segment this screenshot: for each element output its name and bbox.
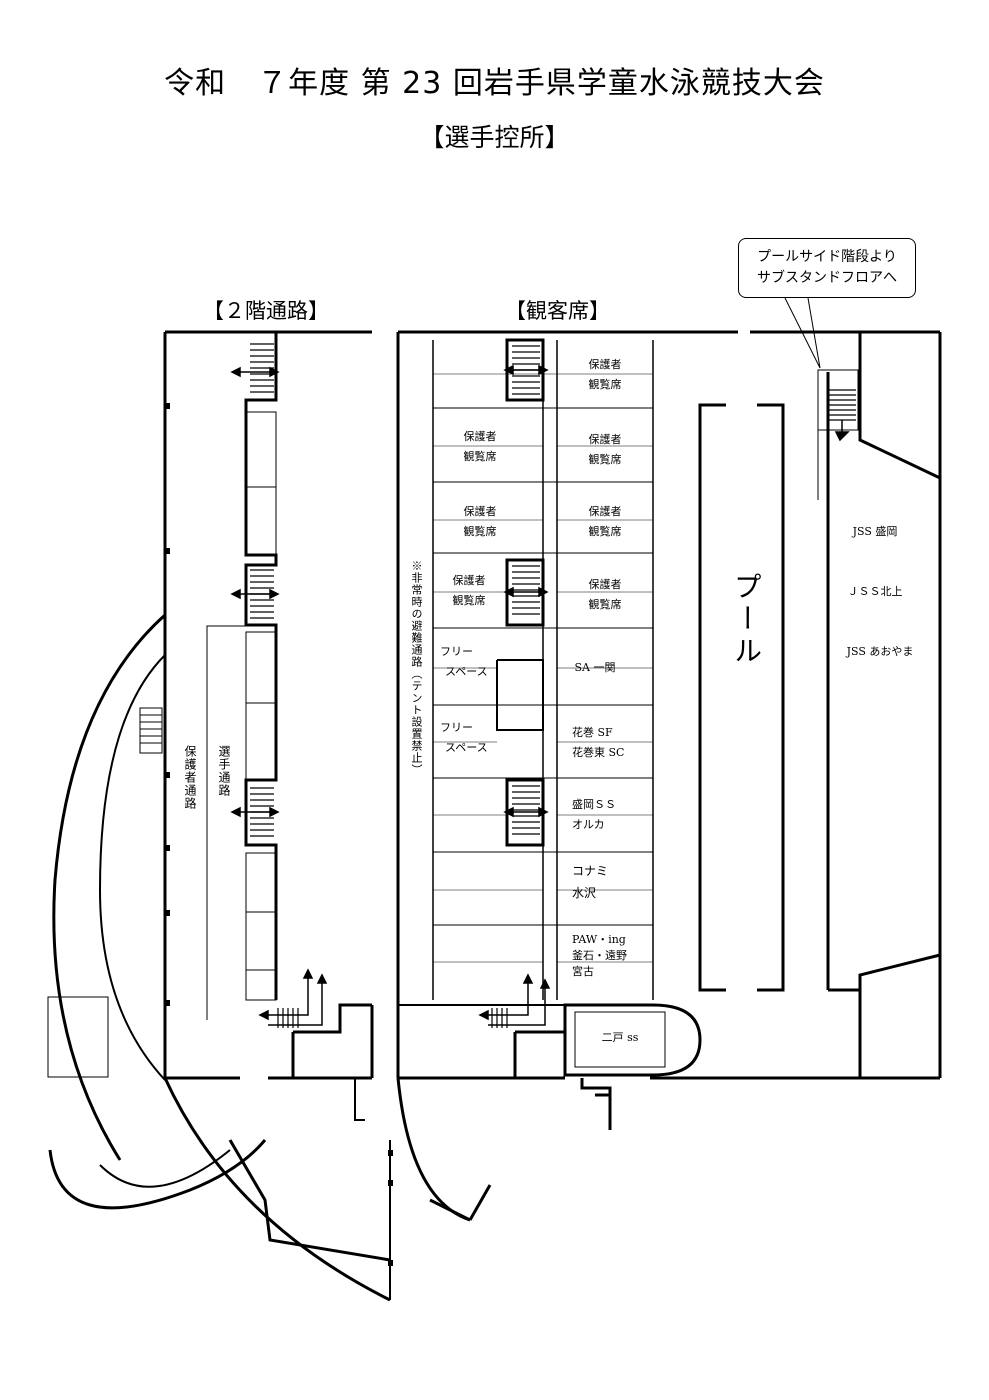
pool-label: プール — [730, 572, 763, 668]
left-cell-free-1: フリースペース — [440, 645, 488, 678]
right-cell-2: 保護者観覧席 — [588, 433, 622, 466]
left-cell-free-2: フリースペース — [440, 721, 488, 754]
page-subtitle: 【選手控所】 — [419, 123, 570, 152]
right-cell-sa-ichinoseki: SA 一関 — [574, 661, 616, 674]
callout-line-1: プールサイド階段より — [757, 249, 897, 265]
evacuation-label: ※非常時の避難通路（テント設置禁止） — [410, 560, 423, 776]
team-jss-aoyama: JSS あおやま — [846, 645, 914, 658]
team-jss-kitakami: ＪＳＳ北上 — [847, 585, 903, 598]
section-stands-title: 【観客席】 — [505, 299, 610, 323]
left-cell-3: 保護者観覧席 — [452, 574, 486, 607]
right-cell-3: 保護者観覧席 — [588, 505, 622, 538]
team-jss-morioka: JSS 盛岡 — [852, 525, 898, 538]
athlete-path-label: 選手通路 — [217, 745, 231, 797]
right-cell-4: 保護者観覧席 — [588, 578, 622, 611]
page-title: 令和 ７年度 第 23 回岩手県学童水泳競技大会 — [164, 66, 825, 101]
left-cell-1: 保護者観覧席 — [463, 430, 497, 463]
parent-path-label: 保護者通路 — [183, 745, 197, 810]
callout-line-2: サブスタンドフロアへ — [757, 270, 897, 286]
callout-box: プールサイド階段より サブスタンドフロアへ — [738, 238, 916, 298]
right-cell-1: 保護者観覧席 — [588, 358, 622, 391]
left-cell-2: 保護者観覧席 — [463, 505, 497, 538]
section-corridor-title: 【２階通路】 — [203, 299, 329, 323]
ninohe-label: 二戸 ss — [601, 1031, 639, 1044]
right-cell-konami: コナミ水沢 — [572, 864, 609, 900]
